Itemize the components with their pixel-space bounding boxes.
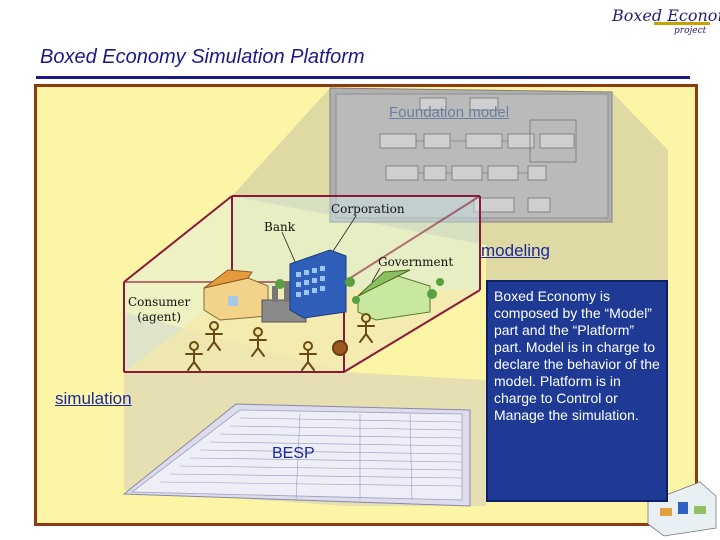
logo-text: Boxed Economy xyxy=(612,6,720,25)
corporation-label: Corporation xyxy=(331,202,405,216)
bank-tower-icon xyxy=(289,249,347,319)
consumer-label-line1: Consumer xyxy=(128,295,191,309)
foundation-model-panel xyxy=(329,87,613,223)
logo: Boxed Economy project xyxy=(612,4,720,40)
modeling-projection xyxy=(232,88,668,282)
agent-figures-icon xyxy=(185,313,375,371)
besp-label: BESP xyxy=(272,445,315,462)
foundation-model-label: Foundation model xyxy=(389,104,510,121)
logo-subtext: project xyxy=(674,26,707,36)
government-building-icon xyxy=(357,269,431,321)
logo-underline xyxy=(654,22,710,25)
economy-room xyxy=(123,195,481,373)
title-divider xyxy=(36,76,690,79)
bank-label: Bank xyxy=(264,220,295,234)
consumer-house-icon xyxy=(203,269,269,321)
consumer-label-line2: (agent) xyxy=(137,310,182,324)
trees-icon xyxy=(275,277,444,304)
government-label: Government xyxy=(378,255,454,269)
description-callout: Boxed Economy is composed by the “Model”… xyxy=(486,280,668,502)
page-title: Boxed Economy Simulation Platform xyxy=(40,46,365,68)
besp-screen xyxy=(122,403,471,507)
modeling-link[interactable]: modeling xyxy=(481,241,550,260)
callout-text: Boxed Economy is composed by the “Model”… xyxy=(494,288,660,423)
simulation-link[interactable]: simulation xyxy=(55,389,132,408)
consumer-label: Consumer (agent) xyxy=(128,295,190,325)
